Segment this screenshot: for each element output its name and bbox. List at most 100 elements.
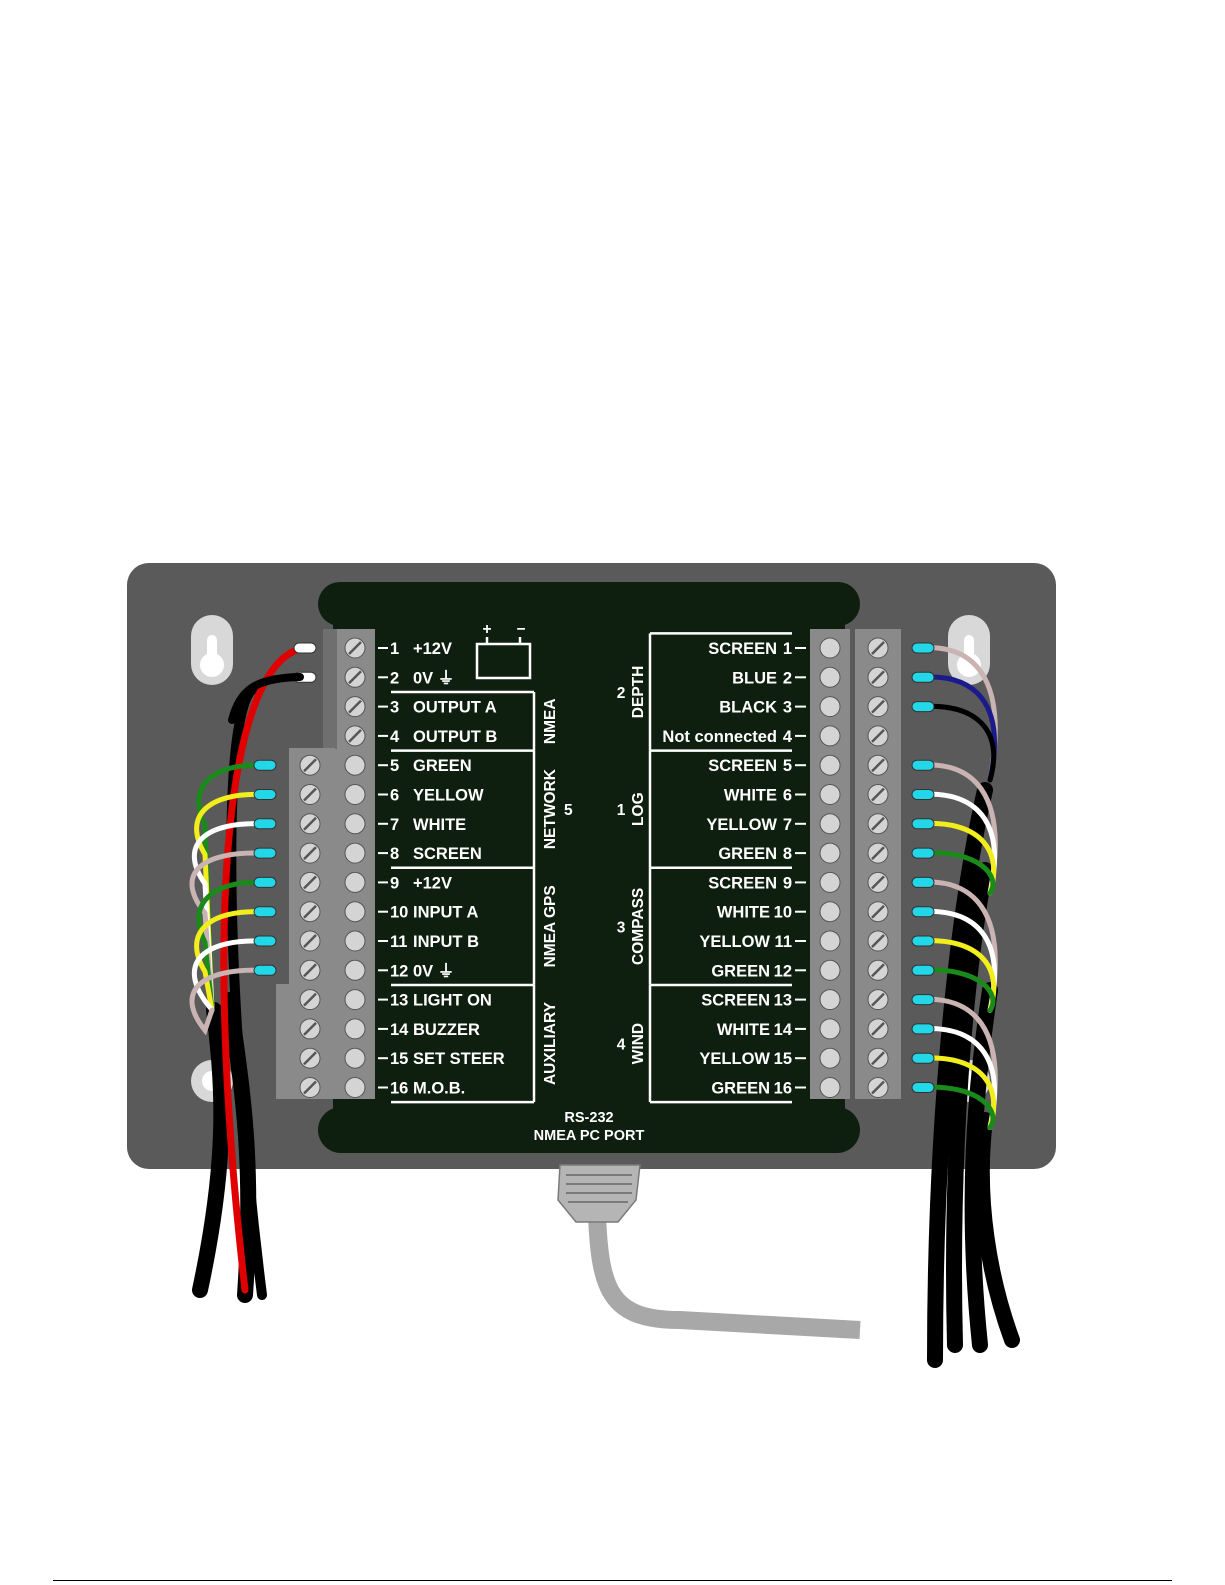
- log-ferrule-4: [911, 847, 935, 859]
- left-terminal-6[interactable]: [344, 784, 366, 805]
- left-plug-screw-10[interactable]: [299, 901, 321, 923]
- right-plug-screw-6[interactable]: [867, 784, 889, 805]
- right-terminal-11[interactable]: [819, 930, 841, 952]
- left-terminal-number: 2: [390, 669, 399, 687]
- right-group-number: 3: [617, 919, 626, 936]
- right-plug-screw-5[interactable]: [867, 754, 889, 776]
- left-screw-1[interactable]: [344, 637, 366, 659]
- right-terminal-5[interactable]: [819, 754, 841, 776]
- right-plug-screw-11[interactable]: [867, 930, 889, 952]
- right-terminal-number: 5: [783, 757, 792, 775]
- left-terminal-number: 3: [390, 699, 399, 717]
- left-terminal-10[interactable]: [344, 901, 366, 923]
- network-screen-wire-ferrule: [253, 847, 277, 859]
- network-white-wire: [191, 821, 265, 1013]
- left-plug-screw-6[interactable]: [299, 784, 321, 805]
- compass-ferrule-3: [911, 935, 935, 947]
- right-terminal-15[interactable]: [819, 1047, 841, 1069]
- left-plug-screw-11[interactable]: [299, 930, 321, 952]
- right-terminal-number: 6: [783, 787, 792, 805]
- left-terminal-label: +12V: [413, 874, 452, 892]
- right-terminal-8[interactable]: [819, 842, 841, 864]
- right-plug-screw-15[interactable]: [867, 1047, 889, 1069]
- right-terminal-label: YELLOW: [706, 816, 777, 834]
- left-strip-edge: [323, 629, 337, 749]
- left-terminal-7[interactable]: [344, 813, 366, 835]
- right-terminal-14[interactable]: [819, 1018, 841, 1040]
- left-plug-screw-15[interactable]: [299, 1047, 321, 1069]
- right-terminal-label: WHITE: [717, 1021, 770, 1039]
- right-terminal-13[interactable]: [819, 989, 841, 1011]
- right-plug-screw-7[interactable]: [867, 813, 889, 835]
- right-plug-screw-14[interactable]: [867, 1018, 889, 1040]
- right-plug-screw-13[interactable]: [867, 989, 889, 1011]
- left-terminal-9[interactable]: [344, 871, 366, 893]
- right-group-name: WIND: [630, 1023, 647, 1064]
- left-plug-screw-12[interactable]: [299, 959, 321, 981]
- log-ferrule-1: [911, 759, 935, 771]
- left-terminal-11[interactable]: [344, 930, 366, 952]
- right-plug-screw-3[interactable]: [867, 696, 889, 718]
- right-terminal-label: SCREEN: [708, 874, 777, 892]
- left-terminal-label: BUZZER: [413, 1021, 480, 1039]
- left-plug-screw-14[interactable]: [299, 1018, 321, 1040]
- right-terminal-2[interactable]: [819, 666, 841, 688]
- right-terminal-label: SCREEN: [708, 640, 777, 658]
- left-screw-3[interactable]: [344, 696, 366, 718]
- right-group-number: 2: [617, 685, 626, 702]
- right-plug-screw-1[interactable]: [867, 637, 889, 659]
- right-terminal-12[interactable]: [819, 959, 841, 981]
- left-terminal-16[interactable]: [344, 1077, 366, 1098]
- left-terminal-label: SET STEER: [413, 1050, 505, 1068]
- right-terminal-10[interactable]: [819, 901, 841, 923]
- network-green-wire: [196, 762, 265, 1013]
- right-terminal-6[interactable]: [819, 784, 841, 805]
- left-plug-screw-16[interactable]: [299, 1077, 321, 1098]
- left-plug-screw-5[interactable]: [299, 754, 321, 776]
- left-plug-screw-7[interactable]: [299, 813, 321, 835]
- left-plug-screw-8[interactable]: [299, 842, 321, 864]
- left-terminal-number: 7: [390, 816, 399, 834]
- left-terminal-13[interactable]: [344, 989, 366, 1011]
- left-plug-screw-9[interactable]: [299, 871, 321, 893]
- right-plug-screw-2[interactable]: [867, 666, 889, 688]
- right-plug-screw-9[interactable]: [867, 871, 889, 893]
- right-plug-screw-16[interactable]: [867, 1077, 889, 1098]
- wind-ferrule-4: [911, 1082, 935, 1093]
- left-screw-4[interactable]: [344, 725, 366, 747]
- left-screw-2[interactable]: [344, 666, 366, 688]
- right-plug-screw-12[interactable]: [867, 959, 889, 981]
- right-terminal-1[interactable]: [819, 637, 841, 659]
- right-terminal-number: 15: [774, 1050, 792, 1068]
- left-group-name: AUXILIARY: [542, 1001, 559, 1085]
- left-terminal-label: M.O.B.: [413, 1080, 465, 1098]
- left-plug-screw-13[interactable]: [299, 989, 321, 1011]
- gps-white-wire-ferrule: [253, 935, 277, 947]
- left-terminal-12[interactable]: [344, 959, 366, 981]
- right-plug-screw-8[interactable]: [867, 842, 889, 864]
- left-terminal-5[interactable]: [344, 754, 366, 776]
- right-terminal-label: SCREEN: [701, 992, 770, 1010]
- left-terminal-15[interactable]: [344, 1047, 366, 1069]
- right-terminal-7[interactable]: [819, 813, 841, 835]
- right-terminal-number: 9: [783, 874, 792, 892]
- left-terminal-number: 8: [390, 845, 399, 863]
- right-plug-screw-10[interactable]: [867, 901, 889, 923]
- gps-screen-wire-ferrule: [253, 964, 277, 976]
- right-terminal-3[interactable]: [819, 696, 841, 718]
- right-terminal-9[interactable]: [819, 871, 841, 893]
- left-terminal-number: 12: [390, 962, 408, 980]
- right-plug-screw-4[interactable]: [867, 725, 889, 747]
- right-terminal-number: 10: [774, 904, 792, 922]
- left-terminal-label: WHITE: [413, 816, 466, 834]
- left-terminal-14[interactable]: [344, 1018, 366, 1040]
- left-terminal-number: 6: [390, 787, 399, 805]
- left-terminal-8[interactable]: [344, 842, 366, 864]
- right-terminal-label: WHITE: [717, 904, 770, 922]
- right-terminal-16[interactable]: [819, 1077, 841, 1098]
- right-terminal-4[interactable]: [819, 725, 841, 747]
- wind-ferrule-3: [911, 1052, 935, 1064]
- right-group-name: DEPTH: [630, 666, 647, 719]
